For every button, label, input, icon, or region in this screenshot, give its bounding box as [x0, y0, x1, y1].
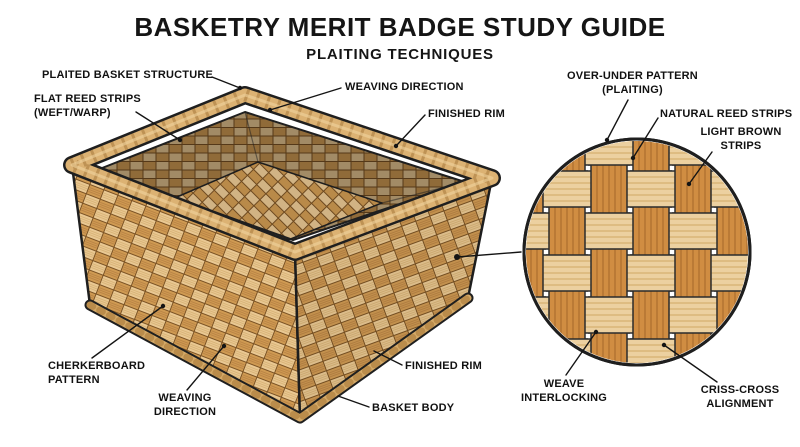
- label-natural-reed-strips: NATURAL REED STRIPS: [660, 108, 793, 120]
- label-weave-interlocking: WEAVE INTERLOCKING: [520, 378, 608, 404]
- label-finished-rim-top: FINISHED RIM: [428, 108, 505, 120]
- leader-lines: [91, 76, 718, 408]
- label-over-under-pattern: OVER-UNDER PATTERN (PLAITING): [567, 70, 698, 96]
- basket-finished-rim-top: [63, 86, 501, 261]
- label-flat-reed-strips: FLAT REED STRIPS (WEFT/WARP): [34, 93, 141, 119]
- label-weaving-direction-bottom: WEAVING DIRECTION: [153, 392, 217, 418]
- header: BASKETRY MERIT BADGE STUDY GUIDE PLAITIN…: [0, 12, 800, 63]
- basket-finished-rim-base: [84, 292, 474, 424]
- weave-detail-magnifier: [522, 137, 752, 367]
- basket-interior: [96, 111, 466, 241]
- page-subtitle: PLAITING TECHNIQUES: [306, 46, 494, 63]
- page-title: BASKETRY MERIT BADGE STUDY GUIDE: [134, 12, 666, 42]
- leader-endpoint-dots: [160, 85, 692, 349]
- label-cherkerboard-pattern: CHERKERBOARD PATTERN: [48, 360, 146, 386]
- basket-illustration: [63, 86, 501, 424]
- label-plaited-basket-structure: PLAITED BASKET STRUCTURE: [42, 69, 214, 81]
- label-finished-rim-bottom: FINISHED RIM: [405, 360, 482, 372]
- label-light-brown-strips: LIGHT BROWN STRIPS: [700, 126, 782, 152]
- label-basket-body: BASKET BODY: [372, 402, 455, 414]
- plaiting-pattern-detail: [526, 141, 748, 363]
- label-weaving-direction-top: WEAVING DIRECTION: [345, 81, 464, 93]
- label-criss-cross-alignment: CRISS-CROSS ALIGNMENT: [700, 384, 780, 410]
